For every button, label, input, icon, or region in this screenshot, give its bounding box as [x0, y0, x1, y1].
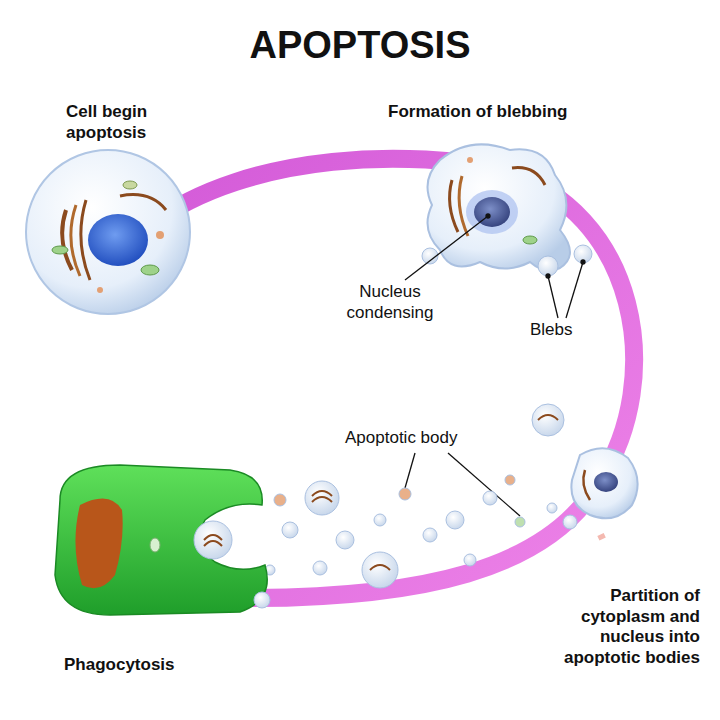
apoptotic-bodies: [265, 404, 564, 588]
diagram-title: APOPTOSIS: [0, 22, 720, 68]
fragmenting-cell: [547, 448, 638, 540]
stage-label: Partition of cytoplasm and nucleus into …: [530, 586, 700, 669]
part-label: Apoptotic body: [345, 428, 495, 449]
stage-label: Cell begin apoptosis: [66, 102, 196, 143]
part-label: Nucleus condensing: [330, 282, 450, 323]
healthy-cell: [26, 150, 190, 314]
part-label: Blebs: [530, 320, 600, 341]
leader-lines: [405, 214, 585, 516]
phagocyte: [55, 465, 270, 615]
blebbing-cell: [422, 144, 592, 276]
stage-label: Phagocytosis: [64, 655, 264, 676]
stage-label: Formation of blebbing: [388, 102, 618, 123]
